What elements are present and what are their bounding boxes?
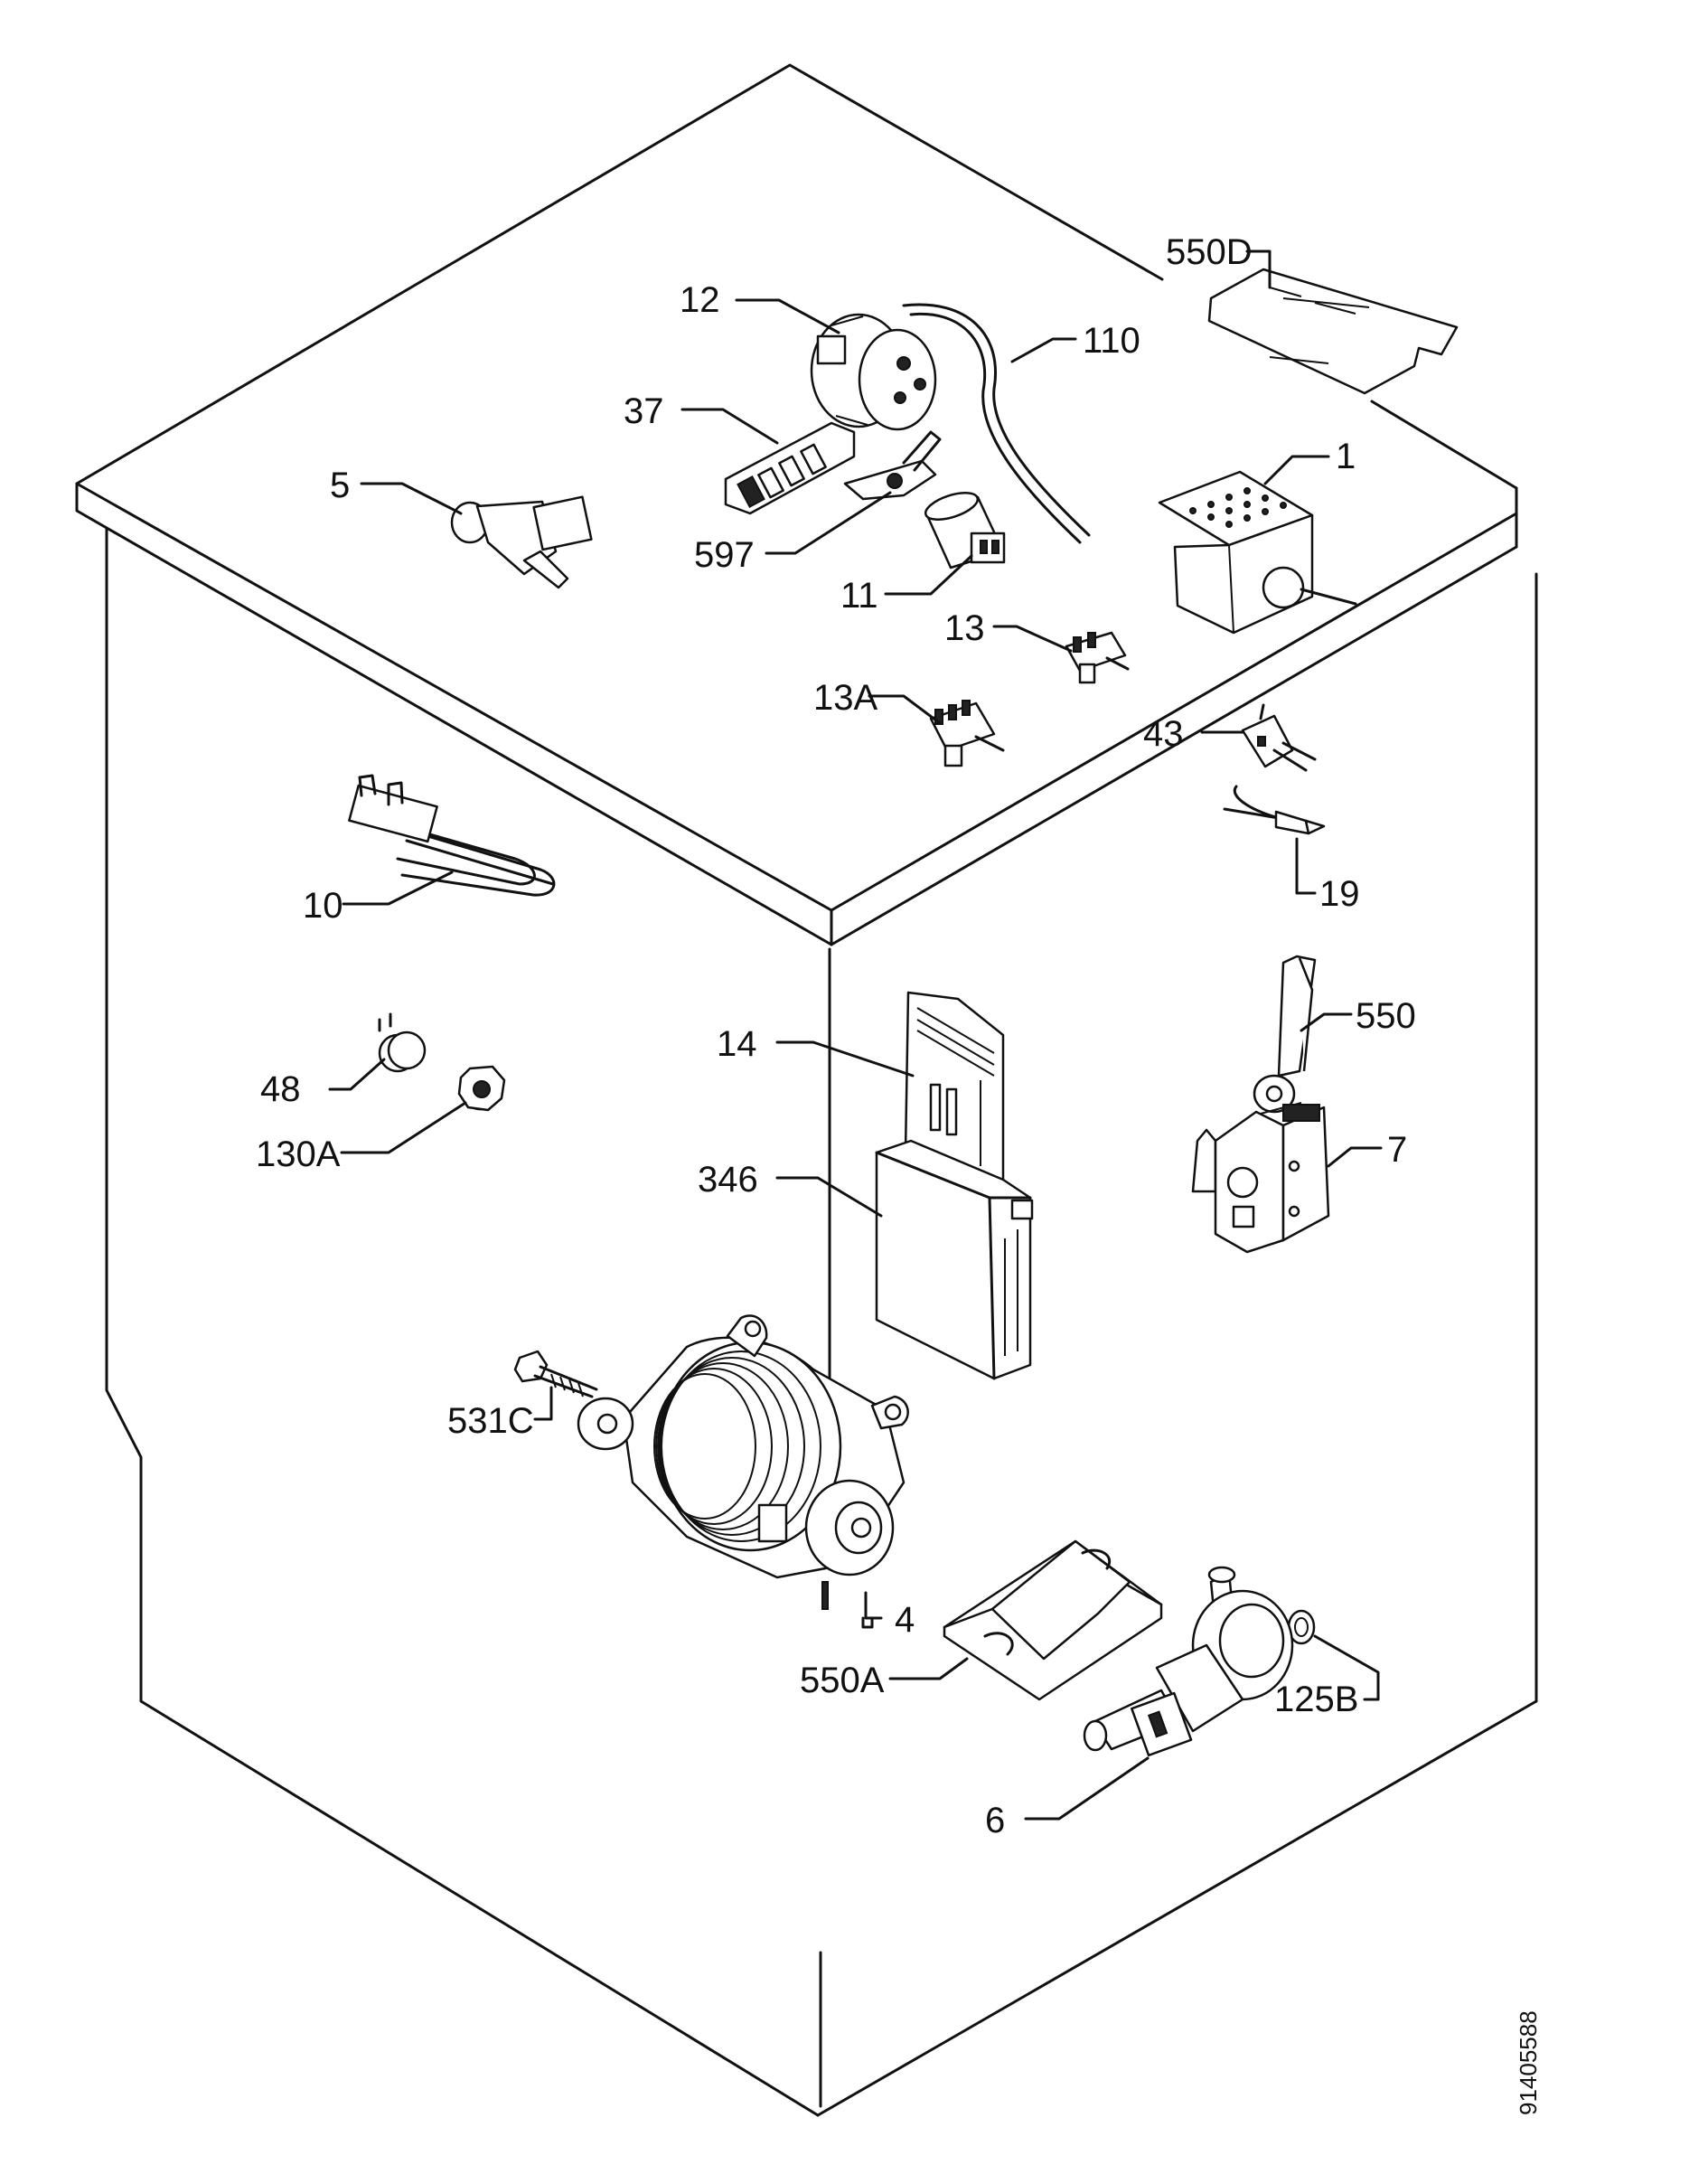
part-19-sensor xyxy=(1223,785,1326,835)
part-37-connector-strip xyxy=(724,421,856,515)
label-48: 48 xyxy=(260,1069,301,1109)
part-7-door-lock xyxy=(1191,1102,1330,1254)
label-5: 5 xyxy=(330,466,350,505)
label-6: 6 xyxy=(985,1801,1005,1840)
label-550D: 550D xyxy=(1166,232,1253,272)
part-346-dispenser-box xyxy=(875,1139,1034,1380)
label-346: 346 xyxy=(698,1160,758,1200)
label-7: 7 xyxy=(1387,1130,1407,1170)
label-531C: 531C xyxy=(447,1401,534,1441)
label-130A: 130A xyxy=(256,1134,341,1174)
part-531C-screw xyxy=(513,1350,598,1398)
label-110: 110 xyxy=(1083,321,1140,361)
part-1-timer xyxy=(1158,470,1357,635)
part-48-switch xyxy=(378,1012,427,1073)
label-597: 597 xyxy=(694,535,755,575)
label-550A: 550A xyxy=(800,1661,885,1700)
part-597-bracket xyxy=(843,430,942,501)
part-11-suppressor xyxy=(924,492,1006,569)
label-13: 13 xyxy=(944,608,985,648)
label-125B: 125B xyxy=(1274,1680,1358,1719)
part-4-motor xyxy=(577,1314,909,1610)
part-550A-pump-cover xyxy=(943,1539,1163,1701)
label-19: 19 xyxy=(1319,874,1360,914)
label-11: 11 xyxy=(840,576,878,616)
part-10-heating-element xyxy=(348,774,556,897)
part-130A-nut xyxy=(457,1065,506,1112)
part-12-pressure-switch xyxy=(810,313,937,431)
part-550-lever xyxy=(1253,955,1317,1114)
part-13A-connector xyxy=(929,700,1005,767)
part-labels: 550D 12 110 37 5 1 597 11 13 13A 43 19 1… xyxy=(256,232,1542,2115)
label-13A: 13A xyxy=(813,678,877,718)
label-1: 1 xyxy=(1336,437,1356,476)
label-10: 10 xyxy=(303,886,343,926)
label-550: 550 xyxy=(1356,996,1416,1036)
label-43: 43 xyxy=(1143,714,1184,754)
part-5-inlet-valve xyxy=(450,495,593,589)
part-550D-cover-plate xyxy=(1207,268,1459,395)
label-4: 4 xyxy=(895,1600,915,1640)
label-12: 12 xyxy=(680,280,720,320)
leader-lines xyxy=(328,249,1383,1821)
part-110-hose xyxy=(902,303,1091,544)
part-13-connector xyxy=(1065,631,1130,684)
cabinet-outline xyxy=(75,63,1538,2117)
serial-number: 91405588 xyxy=(1515,2010,1542,2115)
part-125B-seal xyxy=(1287,1609,1316,1645)
label-14: 14 xyxy=(717,1024,757,1064)
part-43-switch xyxy=(1241,703,1317,772)
label-37: 37 xyxy=(624,391,664,431)
part-6-drain-pump xyxy=(1083,1566,1294,1757)
